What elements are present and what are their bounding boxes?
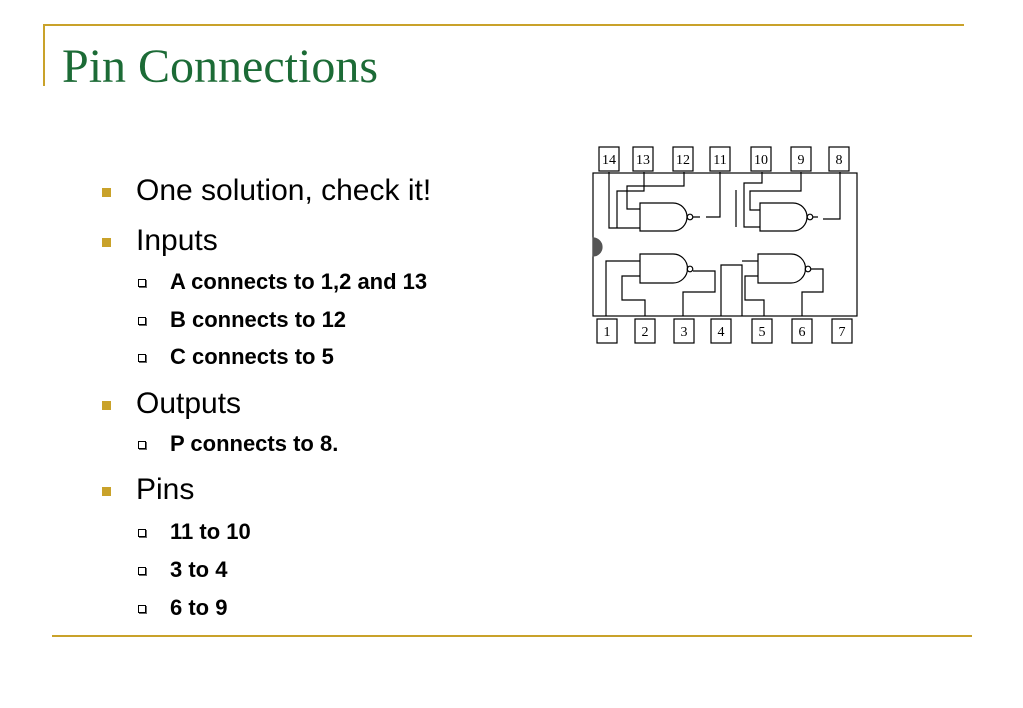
- wire: [735, 172, 763, 228]
- pin-box: [598, 146, 620, 172]
- pin-number: 2: [642, 325, 649, 340]
- top-pin: 10: [750, 146, 772, 172]
- top-pin-row: 14 13 12 11 10 9 8: [598, 146, 850, 172]
- bottom-pin: 5: [751, 318, 773, 344]
- frame-bottom-rule: [52, 635, 972, 637]
- sub-bullet-text: A connects to 1,2 and 13: [170, 269, 428, 294]
- pin-number: 14: [602, 153, 616, 168]
- wire: [605, 260, 640, 316]
- pin-number: 6: [799, 325, 806, 340]
- bullet-list: One solution, check it! Inputs A connect…: [0, 0, 560, 640]
- pin-number: 1: [604, 325, 611, 340]
- sub-bullet-text: 6 to 9: [170, 595, 228, 620]
- square-bullet-icon: [102, 238, 111, 247]
- wire: [801, 268, 824, 316]
- pin-box: [750, 146, 772, 172]
- bullet-text: Pins: [136, 473, 195, 506]
- hollow-square-bullet-icon: [138, 605, 146, 613]
- wire: [621, 275, 646, 316]
- pin-number: 8: [836, 153, 843, 168]
- pin-box: [634, 318, 656, 344]
- pin-box: [672, 146, 694, 172]
- wire: [813, 172, 841, 220]
- wire: [744, 275, 765, 316]
- frame-top-rule: [43, 24, 964, 26]
- hollow-square-bullet-icon: [138, 567, 146, 575]
- square-bullet-icon: [102, 401, 111, 410]
- wire: [626, 172, 685, 210]
- top-pin: 8: [828, 146, 850, 172]
- sub-bullet-text: 3 to 4: [170, 557, 228, 582]
- hollow-square-bullet-icon: [138, 354, 146, 362]
- pin-box: [673, 318, 695, 344]
- bottom-pin: 4: [710, 318, 732, 344]
- pin-box: [790, 146, 812, 172]
- bottom-pin: 2: [634, 318, 656, 344]
- bullet-text: Inputs: [136, 224, 218, 257]
- pin-number: 11: [713, 153, 726, 168]
- bottom-pin: 1: [596, 318, 618, 344]
- pin-number: 7: [839, 325, 846, 340]
- nand-gate: [639, 202, 694, 232]
- chip-notch: [592, 237, 603, 257]
- top-pin: 9: [790, 146, 812, 172]
- nand-gate: [759, 202, 814, 232]
- top-pin: 14: [598, 146, 620, 172]
- sub-bullet-text: C connects to 5: [170, 344, 334, 369]
- top-pin: 12: [672, 146, 694, 172]
- wire: [693, 172, 721, 218]
- pin-box: [596, 318, 618, 344]
- pin-box: [751, 318, 773, 344]
- sub-bullet-text: B connects to 12: [170, 307, 347, 332]
- pin-number: 10: [754, 153, 768, 168]
- pin-number: 3: [681, 325, 688, 340]
- hollow-square-bullet-icon: [138, 317, 146, 325]
- bottom-pin: 6: [791, 318, 813, 344]
- pin-box: [791, 318, 813, 344]
- pin-box: [710, 318, 732, 344]
- bottom-pin: 7: [831, 318, 853, 344]
- pin-box: [709, 146, 731, 172]
- nand-gate: [757, 253, 812, 284]
- sub-bullet-text: P connects to 8.: [170, 431, 339, 456]
- frame-left-accent: [43, 24, 45, 86]
- wire: [608, 172, 645, 229]
- pin-number: 4: [718, 325, 725, 340]
- wire: [749, 172, 802, 211]
- hollow-square-bullet-icon: [138, 441, 146, 449]
- nand-gate: [639, 253, 694, 284]
- pin-box: [828, 146, 850, 172]
- square-bullet-icon: [102, 188, 111, 197]
- top-pin: 13: [632, 146, 654, 172]
- pin-number: 9: [798, 153, 805, 168]
- bottom-pin: 3: [673, 318, 695, 344]
- slide-title: Pin Connections: [62, 40, 379, 93]
- wire: [720, 264, 743, 316]
- pin-number: 12: [676, 153, 690, 168]
- pin-number: 5: [759, 325, 766, 340]
- hollow-square-bullet-icon: [138, 279, 146, 287]
- bullet-text: One solution, check it!: [136, 174, 432, 207]
- chip-body: [592, 172, 858, 317]
- pin-box: [831, 318, 853, 344]
- bullet-text: Outputs: [136, 387, 242, 420]
- pin-box: [632, 146, 654, 172]
- wire: [682, 270, 716, 316]
- top-pin: 11: [709, 146, 731, 172]
- pin-number: 13: [636, 153, 650, 168]
- sub-bullet-text: 11 to 10: [170, 519, 251, 544]
- square-bullet-icon: [102, 487, 111, 496]
- hollow-square-bullet-icon: [138, 529, 146, 537]
- bottom-pin-row: 1 2 3 4 5 6 7: [596, 318, 853, 344]
